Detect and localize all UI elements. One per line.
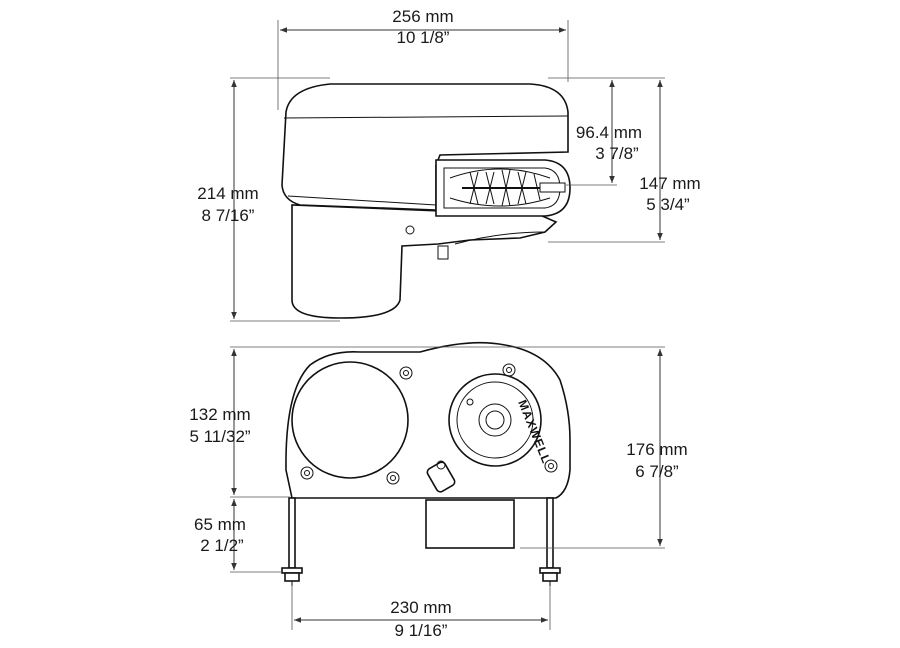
- side-view-extension-lines: [230, 346, 665, 630]
- dim-overall-height-metric: 214 mm: [197, 184, 258, 203]
- dim-top-width-metric: 256 mm: [392, 7, 453, 26]
- dim-side-height-imperial: 6 7/8”: [635, 462, 679, 481]
- top-view: [281, 83, 571, 319]
- dim-above-deck-metric: 132 mm: [189, 405, 250, 424]
- dim-above-deck-imperial: 5 11/32”: [189, 427, 250, 446]
- dim-top-width-imperial: 10 1/8”: [397, 28, 450, 47]
- dim-stud-spacing-imperial: 9 1/16”: [395, 621, 448, 640]
- side-view: MAXWELL: [281, 341, 571, 586]
- dim-below-deck-imperial: 2 1/2”: [200, 536, 244, 555]
- gypsy-teeth: [449, 168, 566, 207]
- motor-housing: [291, 204, 558, 319]
- dim-below-deck-metric: 65 mm: [194, 515, 246, 534]
- dim-gypsy-height-metric: 96.4 mm: [576, 123, 642, 142]
- motor-cover: [291, 361, 409, 479]
- dim-deck-to-gypsy-imperial: 5 3/4”: [646, 195, 690, 214]
- drum-inner: [456, 381, 534, 459]
- dim-deck-to-gypsy-metric: 147 mm: [639, 174, 700, 193]
- dim-overall-height-imperial: 8 7/16”: [202, 206, 255, 225]
- dim-gypsy-height-imperial: 3 7/8”: [595, 144, 639, 163]
- top-cover: [281, 83, 569, 211]
- housing-bolts: [300, 363, 558, 485]
- top-view-extension-lines: [230, 20, 665, 322]
- dim-side-height-metric: 176 mm: [626, 440, 687, 459]
- drum-outer: [448, 373, 542, 467]
- valve: [426, 460, 456, 493]
- dim-stud-spacing-metric: 230 mm: [390, 598, 451, 617]
- gearbox: [425, 499, 515, 549]
- mounting-studs: [281, 497, 561, 586]
